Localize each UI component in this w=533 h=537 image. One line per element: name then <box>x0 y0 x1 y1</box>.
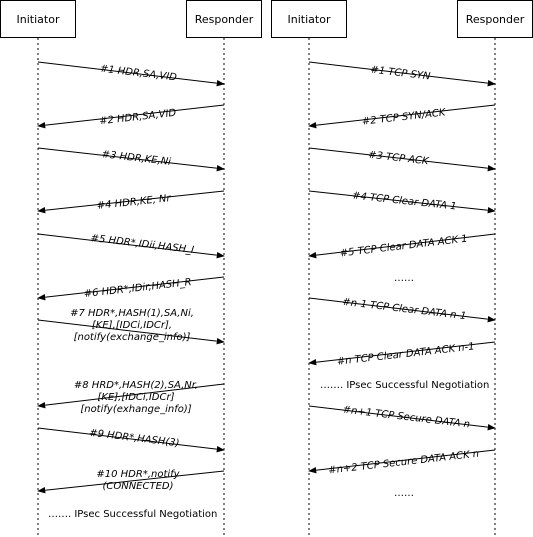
right-responder: Responder <box>457 0 533 38</box>
right-message-6-arrow <box>308 297 496 323</box>
right-message-4-label: #4 TCP Clear DATA 1 <box>352 190 458 212</box>
left-message-6-label: #6 HDR*,IDir,HASH_R <box>83 277 192 300</box>
left-message-10-arrow <box>37 470 225 494</box>
left-message-8-line-2: [KE],[IDCi,IDCr] <box>98 392 175 403</box>
left-message-4-arrow <box>37 190 225 214</box>
left-message-8: #8 HRD*,HASH(2),SA,Nr, [KE],[IDCi,IDCr] … <box>37 380 225 415</box>
left-message-2: #2 HDR,SA,VID <box>37 104 225 129</box>
right-message-7-label: #n TCP Clear DATA ACK n-1 <box>336 341 475 367</box>
left-message-8-line-1: #8 HRD*,HASH(2),SA,Nr, <box>74 380 198 391</box>
left-responder-label: Responder <box>195 13 254 26</box>
left-message-6: #6 HDR*,IDir,HASH_R <box>37 276 225 301</box>
left-message-9-arrow <box>37 427 225 453</box>
left-message-10: #10 HDR*,notify (CONNECTED) <box>37 469 225 494</box>
left-message-7-line-2: [KE],[IDCi,IDCr], <box>92 320 172 331</box>
left-message-4-label: #4 HDR,KE, Nr <box>96 193 172 212</box>
right-responder-box <box>457 0 533 38</box>
right-message-2-arrow <box>308 104 496 129</box>
left-message-5: #5 HDR*,IDii,HASH_I <box>37 233 225 259</box>
left-message-3-label: #3 HDR,KE,Ni <box>101 149 172 168</box>
left-message-7-line-3: [notify(exchange_info)] <box>74 332 191 343</box>
right-initiator: Initiator <box>271 0 347 38</box>
left-message-2-arrow <box>37 104 225 129</box>
left-message-9: #9 HDR*,HASH(3) <box>37 427 225 453</box>
left-message-5-label: #5 HDR*,IDii,HASH_I <box>90 233 194 256</box>
right-message-5-arrow <box>308 233 496 259</box>
left-message-8-line-3: [notify(exhange_info)] <box>80 404 191 415</box>
right-message-8: #n+1 TCP Secure DATA n <box>308 405 496 431</box>
right-responder-label: Responder <box>466 13 525 26</box>
right-message-6-label: #n-1 TCP Clear DATA n-1 <box>342 297 467 322</box>
right-message-7: #n TCP Clear DATA ACK n-1 <box>308 341 496 368</box>
left-message-7-arrow <box>37 319 225 345</box>
left-message-1: #1 HDR,SA,VID <box>37 61 225 87</box>
left-message-10-line-1: #10 HDR*,notify <box>96 469 180 480</box>
left-message-3: #3 HDR,KE,Ni <box>37 147 225 172</box>
left-message-7-line-1: #7 HDR*,HASH(1),SA,Ni, <box>70 308 194 319</box>
left-message-5-arrow <box>37 233 225 259</box>
right-message-3-arrow <box>308 147 496 172</box>
right-message-9-arrow <box>308 449 496 474</box>
right-message-5: #5 TCP Clear DATA ACK 1 <box>308 233 496 260</box>
left-initiator-box <box>0 0 76 38</box>
right-ellipsis-2: …… <box>394 488 414 499</box>
left-message-1-label: #1 HDR,SA,VID <box>99 64 177 84</box>
left-message-6-arrow <box>37 276 225 301</box>
right-message-1: #1 TCP SYN <box>308 61 496 87</box>
right-initiator-box <box>271 0 347 38</box>
left-message-8-arrow <box>37 383 225 409</box>
right-ellipsis-1: …… <box>394 273 414 284</box>
right-message-2: #2 TCP SYN/ACK <box>308 104 496 129</box>
left-responder-box <box>186 0 262 38</box>
right-message-7-arrow <box>308 341 496 366</box>
left-message-4: #4 HDR,KE, Nr <box>37 190 225 214</box>
left-message-10-line-2: (CONNECTED) <box>102 481 173 492</box>
left-message-7: #7 HDR*,HASH(1),SA,Ni, [KE],[IDCi,IDCr],… <box>37 308 225 345</box>
right-message-6: #n-1 TCP Clear DATA n-1 <box>308 297 496 323</box>
right-message-8-arrow <box>308 405 496 431</box>
left-initiator: Initiator <box>0 0 76 38</box>
right-message-8-label: #n+1 TCP Secure DATA n <box>342 405 470 431</box>
left-initiator-label: Initiator <box>17 13 60 26</box>
right-message-4-arrow <box>308 190 496 214</box>
left-responder: Responder <box>186 0 262 38</box>
right-message-9: #n+2 TCP Secure DATA ACK n <box>308 449 496 477</box>
right-message-3-label: #3 TCP ACK <box>368 150 431 168</box>
right-initiator-label: Initiator <box>288 13 331 26</box>
right-message-2-label: #2 TCP SYN/ACK <box>361 107 447 127</box>
right-message-1-arrow <box>308 61 496 87</box>
right-message-9-label: #n+2 TCP Secure DATA ACK n <box>328 449 480 477</box>
left-footer-note: ……. IPsec Successful Negotiation <box>48 509 217 520</box>
right-message-3: #3 TCP ACK <box>308 147 496 172</box>
left-message-3-arrow <box>37 147 225 172</box>
left-message-1-arrow <box>37 61 225 87</box>
right-message-5-label: #5 TCP Clear DATA ACK 1 <box>339 234 468 260</box>
right-mid-note: ……. IPsec Successful Negotiation <box>320 380 489 391</box>
right-message-4: #4 TCP Clear DATA 1 <box>308 190 496 214</box>
left-message-9-label: #9 HDR*,HASH(3) <box>89 428 180 450</box>
left-message-2-label: #2 HDR,SA,VID <box>99 108 177 128</box>
right-message-1-label: #1 TCP SYN <box>370 65 432 83</box>
